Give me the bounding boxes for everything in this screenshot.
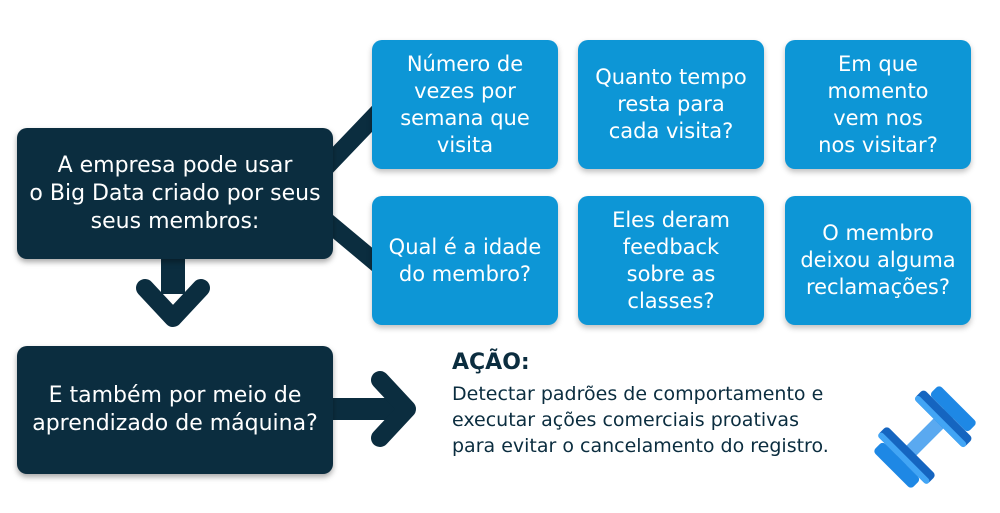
- question-text: Eles deram feedback sobre as classes?: [612, 207, 730, 313]
- question-box-complaints: O membro deixou alguma reclamações?: [785, 196, 971, 325]
- main-statement-box: A empresa pode usar o Big Data criado po…: [17, 128, 333, 259]
- question-box-member-age: Qual é a idade do membro?: [372, 196, 558, 325]
- question-text: Em que momento vem nos nos visitar?: [818, 51, 938, 157]
- action-title: AÇÃO:: [452, 350, 530, 375]
- action-description: Detectar padrões de comportamento e exec…: [452, 383, 829, 457]
- question-text: O membro deixou alguma reclamações?: [800, 221, 956, 299]
- machine-learning-text: E também por meio de aprendizado de máqu…: [32, 383, 318, 436]
- question-text: Qual é a idade do membro?: [388, 234, 542, 286]
- question-text: Quanto tempo resta para cada visita?: [595, 65, 747, 143]
- main-statement-text: A empresa pode usar o Big Data criado po…: [29, 152, 321, 234]
- question-text: Número de vezes por semana que visita: [400, 51, 530, 157]
- question-box-class-feedback: Eles deram feedback sobre as classes?: [578, 196, 764, 325]
- right-arrow-icon: [330, 371, 416, 447]
- machine-learning-box: E também por meio de aprendizado de máqu…: [17, 346, 333, 474]
- question-box-visits-per-week: Número de vezes por semana que visita: [372, 40, 558, 169]
- dumbbell-icon: [874, 386, 976, 488]
- question-box-time-per-visit: Quanto tempo resta para cada visita?: [578, 40, 764, 169]
- down-arrow-icon: [136, 258, 210, 327]
- question-box-visit-moment: Em que momento vem nos nos visitar?: [785, 40, 971, 169]
